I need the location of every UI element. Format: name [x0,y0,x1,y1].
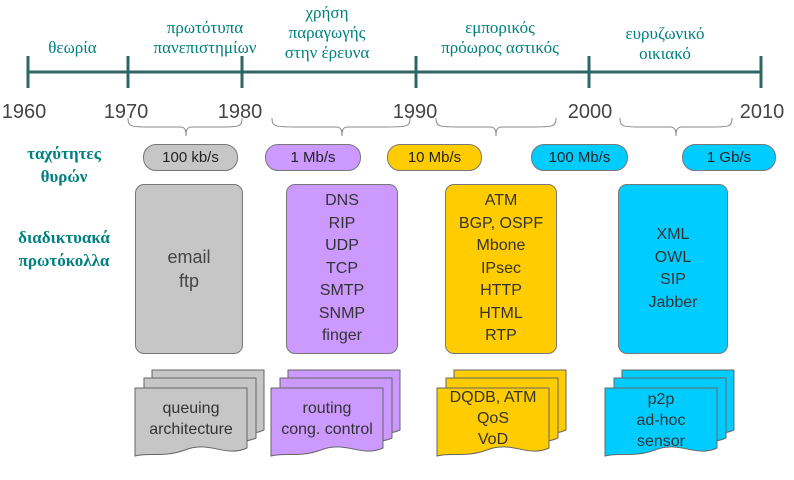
year-label-2000: 2000 [567,101,613,123]
speed-pill-100kbps: 100 kb/s [143,144,238,171]
decade-brace [127,117,243,137]
row-label-port-speeds: ταχύτητες θυρών [0,142,128,188]
protocol-item: SMTP [319,282,365,300]
protocol-item: UDP [325,237,359,255]
era-line: πρωτότυπα [166,18,244,37]
year-label-2010: 2010 [739,101,785,123]
row-label-line: θυρών [40,167,88,186]
decade-brace [435,117,557,137]
research-topic-label-1970s: queuing architecture [135,398,247,440]
era-line: ευρυζωνικό [625,24,705,43]
speed-pill-1gbps: 1 Gb/s [682,144,776,171]
research-topic: VoD [477,431,509,448]
doc-stack-1990s [436,369,567,457]
speed-pill-1mbps: 1 Mb/s [265,144,361,171]
row-label-line: διαδικτυακά [18,228,110,247]
protocol-item: ATM [484,192,518,210]
era-line: παραγωγής [288,23,366,42]
research-topic-label-1990s: DQDB, ATM QoS VoD [437,387,549,450]
research-topic: architecture [149,421,233,438]
protocol-item: OWL [654,248,692,266]
row-label-line: πρωτόκολλα [18,251,110,270]
doc-stack-2000s [604,369,735,457]
protocol-item: IPsec [480,259,521,277]
doc-page [604,387,718,457]
year-label-1970: 1970 [103,101,149,123]
protocol-box-1970s: email ftp [135,184,243,354]
research-topic: queuing [162,400,220,417]
protocol-item: DNS [325,192,359,210]
era-line: χρήση [305,3,349,22]
research-topic: sensor [636,433,686,450]
protocol-box-1980s: DNS RIP UDP TCP SMTP SNMP finger [286,184,398,354]
protocol-item: SNMP [318,304,366,322]
research-topic: cong. control [281,421,373,438]
year-label-1980: 1980 [217,101,263,123]
doc-page [134,387,248,457]
era-line: πρόωρος αστικός [441,38,559,57]
research-topic-label-2000s: p2p ad-hoc sensor [605,389,717,452]
research-topic: DQDB, ATM [449,389,537,406]
decade-brace [619,117,733,137]
era-line: στην έρευνα [284,43,370,62]
decade-brace [271,117,411,137]
protocol-item: SIP [660,271,686,288]
year-label-1990: 1990 [392,101,438,123]
research-topic-label-1980s: routing cong. control [271,398,383,440]
speed-pill-10mbps: 10 Mb/s [387,144,482,171]
row-label-internet-protocols: διαδικτυακά πρωτόκολλα [0,226,128,272]
doc-page [270,387,384,457]
era-title-university-prototypes: πρωτότυπα πανεπιστημίων [130,18,280,58]
protocol-item: Jabber [648,293,698,311]
research-topic: QoS [476,410,509,427]
era-line: θεωρία [48,38,97,57]
era-line: εμπορικός [465,18,535,37]
era-title-commercial: εμπορικός πρόωρος αστικός [420,18,580,58]
protocol-item: BGP, OSPF [458,214,544,232]
protocol-item: finger [321,327,363,345]
research-topic: p2p [647,391,675,408]
protocol-item: TCP [326,259,358,277]
era-line: πανεπιστημίων [153,38,257,57]
row-label-line: ταχύτητες [27,144,101,163]
era-title-broadband: ευρυζωνικό οικιακό [600,24,730,64]
protocol-item: email [167,247,211,267]
era-title-theory: θεωρία [30,38,115,58]
protocol-item: XML [656,226,690,243]
doc-stack-1980s [270,369,401,457]
timeline-axis [26,56,763,137]
era-title-research-production: χρήση παραγωγής στην έρευνα [262,3,392,63]
era-line: οικιακό [639,44,691,63]
protocol-box-2000s: XML OWL SIP Jabber [618,184,728,354]
doc-stack-1970s [134,369,265,457]
year-label-1960: 1960 [1,101,47,123]
protocol-item: RTP [485,327,517,345]
doc-page [436,387,550,457]
research-topic: routing [302,400,352,417]
protocol-item: Mbone [476,237,526,255]
protocol-item: HTML [479,304,523,322]
protocol-box-1990s: ATM BGP, OSPF Mbone IPsec HTTP HTML RTP [445,184,557,354]
speed-pill-100mbps: 100 Mb/s [531,144,628,171]
protocol-item: ftp [178,271,199,291]
research-topic: ad-hoc [636,412,686,429]
protocol-item: RIP [328,214,356,232]
protocol-item: HTTP [480,282,522,300]
